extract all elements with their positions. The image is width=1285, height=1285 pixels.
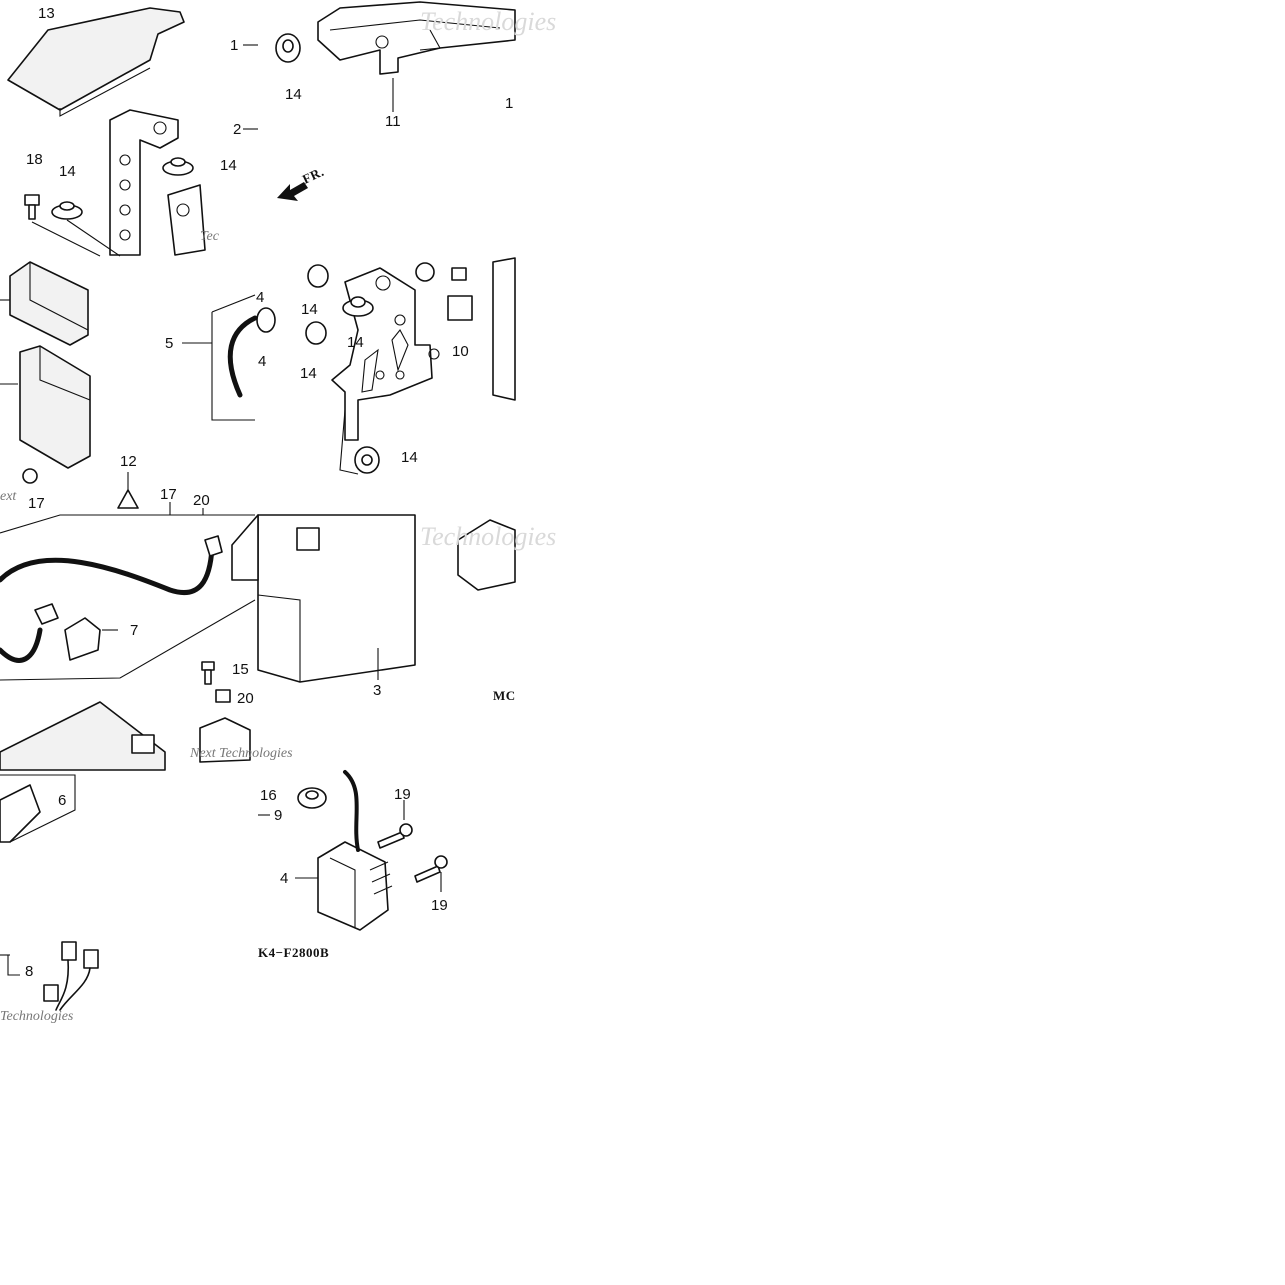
tile-bottom-left xyxy=(0,661,251,1011)
diagram-code-bottom: K4−F2800B xyxy=(258,945,329,960)
callout-20-b: 20 xyxy=(237,690,254,707)
callout-14-a: 14 xyxy=(59,163,76,180)
callout-20-a: 20 xyxy=(193,492,210,509)
part-holder-bracket xyxy=(331,267,440,441)
callout-12: 12 xyxy=(120,453,137,470)
part-battery-edge xyxy=(492,257,516,401)
part-3-battery xyxy=(231,514,416,683)
part-13-mat xyxy=(7,7,185,117)
watermark-short-1: Tec xyxy=(200,229,220,244)
callout-14-i: 1 xyxy=(505,95,513,112)
callout-19-a: 19 xyxy=(394,786,411,803)
grommet-14-a xyxy=(51,201,83,220)
callout-4-c: 4 xyxy=(280,870,288,887)
grommet-4 xyxy=(256,307,276,333)
part-relay-right xyxy=(457,519,516,591)
callout-14-g: 14 xyxy=(401,449,418,466)
callout-18: 18 xyxy=(26,151,43,168)
callout-6: 6 xyxy=(58,792,66,809)
part-12-terminal xyxy=(117,489,139,509)
part-15-bolt xyxy=(201,661,215,685)
grommet-14-f xyxy=(305,321,327,345)
tile-cables xyxy=(0,472,256,681)
watermark-tech-1: Technologies xyxy=(420,7,556,36)
nut-17-a xyxy=(22,468,38,484)
part-10-fuse xyxy=(447,267,473,321)
callout-4-b: 4 xyxy=(258,353,266,370)
callout-5: 5 xyxy=(165,335,173,352)
part-8-harness xyxy=(43,941,99,1011)
grommet-14-c xyxy=(275,33,301,63)
tile-battery xyxy=(231,514,516,683)
part-battery-lower xyxy=(0,701,166,771)
part-5-cable xyxy=(182,294,258,421)
grommet-14-b xyxy=(162,157,194,176)
part-6-plate xyxy=(0,784,41,843)
callout-16: 16 xyxy=(260,787,277,804)
grommet-14-d xyxy=(307,264,329,288)
tile-top-mid xyxy=(243,1,516,201)
callout-14-d: 14 xyxy=(301,301,318,318)
callout-2: 2 xyxy=(233,121,241,138)
diagram-code-right: MC xyxy=(493,688,516,703)
tile-regulator xyxy=(258,770,448,931)
callout-14-e: 14 xyxy=(347,334,364,351)
part-negative-cable xyxy=(0,603,59,663)
callout-4-a: 4 xyxy=(256,289,264,306)
part-bracket-upper xyxy=(109,109,206,256)
callout-15: 15 xyxy=(232,661,249,678)
tile-center xyxy=(305,257,516,475)
part-7-cap xyxy=(64,617,101,661)
callout-8: 8 xyxy=(25,963,33,980)
bolt-19-b xyxy=(414,855,448,883)
tile-top-left xyxy=(7,7,206,257)
callout-17-a: 17 xyxy=(28,495,45,512)
bolt-18 xyxy=(24,194,40,220)
watermark-tech-2: Technologies xyxy=(420,522,556,551)
part-20-fuse xyxy=(215,689,231,703)
callout-7: 7 xyxy=(130,622,138,639)
callout-19-b: 19 xyxy=(431,897,448,914)
part-fuse-holder xyxy=(199,717,251,763)
callout-9: 9 xyxy=(274,807,282,824)
part-fuse-box-cover xyxy=(9,261,89,346)
part-11-tray xyxy=(317,1,516,75)
part-16-collar xyxy=(297,787,327,809)
watermark-tech-3: Technologies xyxy=(0,1009,74,1024)
callout-14-f: 14 xyxy=(300,365,317,382)
callout-11: 11 xyxy=(385,113,401,130)
callout-10: 10 xyxy=(452,343,469,360)
grommet-14-e xyxy=(342,296,374,317)
bolt-19-a xyxy=(377,823,413,849)
grommet-14-g xyxy=(354,446,380,474)
callout-1: 1 xyxy=(230,37,238,54)
watermark-next-1: Next Technologies xyxy=(189,746,293,761)
part-wire-lead xyxy=(343,770,360,852)
front-arrow-icon xyxy=(277,182,308,201)
part-control-unit xyxy=(19,345,91,469)
callout-17-b: 17 xyxy=(160,486,177,503)
direction-label: FR. xyxy=(300,164,326,187)
tile-mid-left xyxy=(0,261,276,484)
callout-3: 3 xyxy=(373,682,381,699)
part-17-cable xyxy=(0,535,223,596)
grommet-top xyxy=(415,262,435,282)
watermark-frag-1: ext xyxy=(0,489,17,504)
callout-13: 13 xyxy=(38,5,55,22)
part-4-regulator xyxy=(317,841,393,931)
callout-14-c: 14 xyxy=(285,86,302,103)
callout-14-b: 14 xyxy=(220,157,237,174)
